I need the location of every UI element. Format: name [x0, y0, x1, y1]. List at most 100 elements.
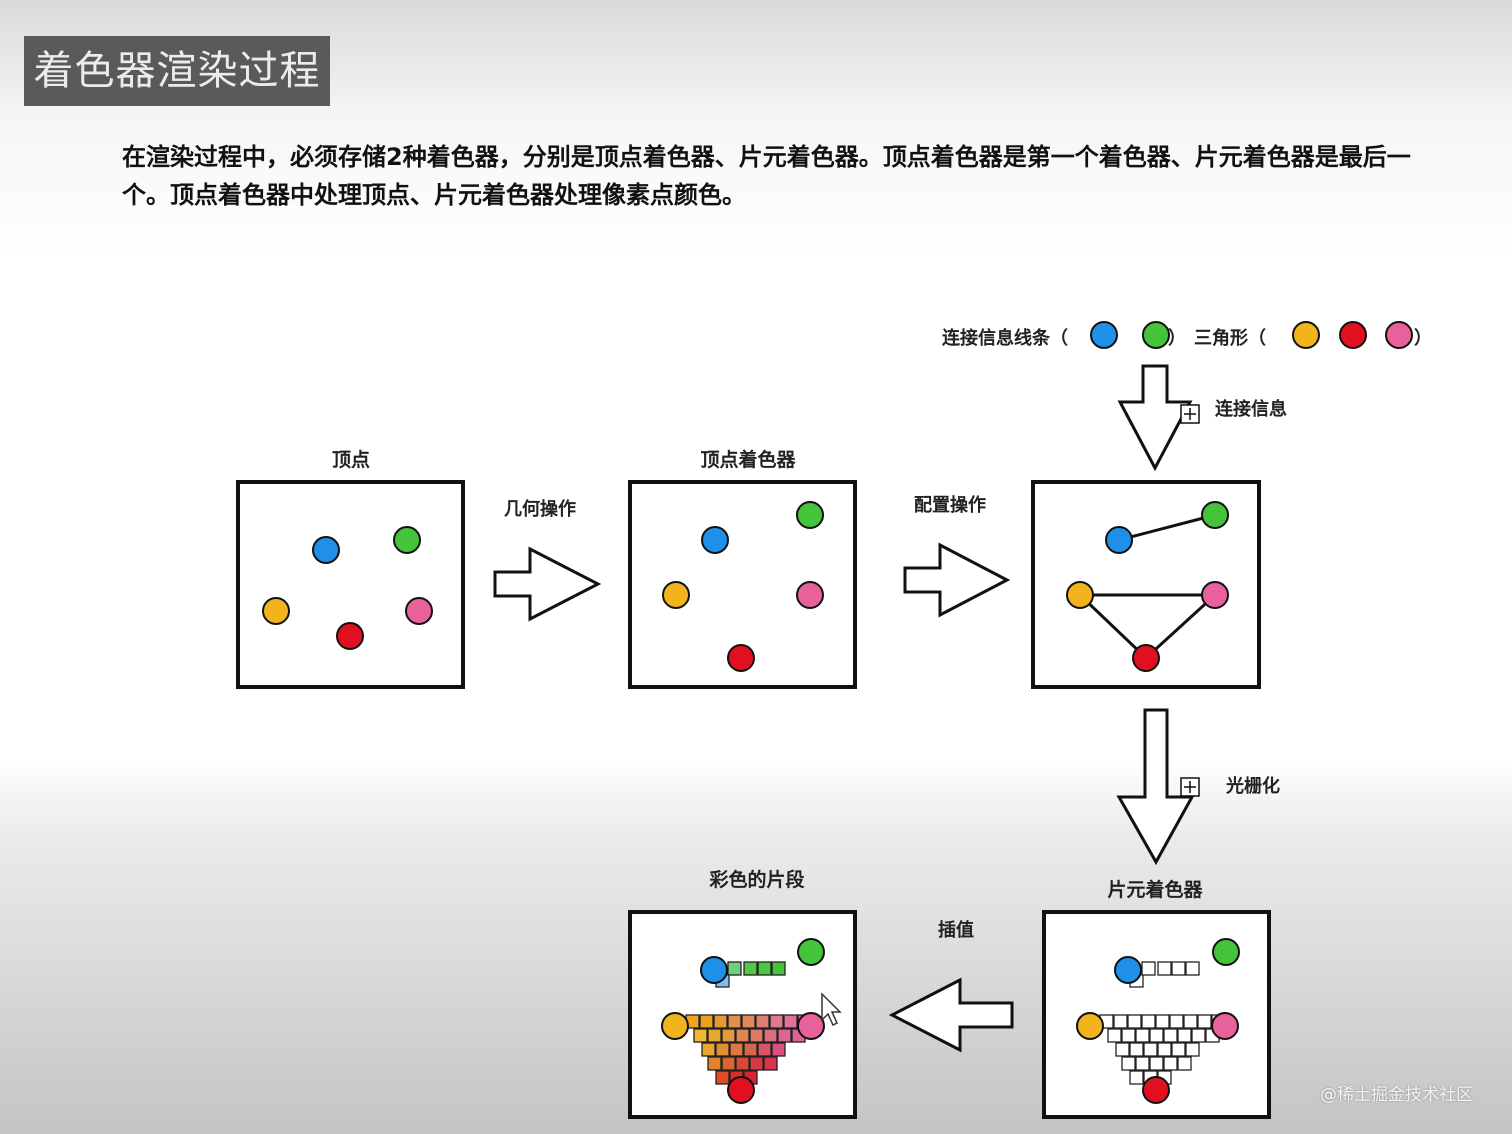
label-interpolate: 插值 [938, 919, 974, 941]
label-rasterize: 光栅化 [1225, 775, 1280, 797]
vertex-blue [1114, 956, 1142, 984]
vertex-yellow [662, 581, 690, 609]
box-vertices [236, 480, 465, 689]
legend-lines-label: 连接信息线条（ [942, 327, 1068, 349]
triangle-fragment [1185, 1042, 1200, 1057]
vertex-pink [405, 597, 433, 625]
label-colored-fragments: 彩色的片段 [708, 868, 805, 891]
page-title: 着色器渲染过程 [24, 36, 330, 106]
assembled-primitives [1066, 501, 1229, 672]
triangle-fragment [1191, 1028, 1206, 1043]
triangle-fragment [783, 1014, 798, 1029]
legend-triangle-label: 三角形（ [1194, 327, 1266, 349]
triangle-fragment [1197, 1014, 1212, 1029]
label-config: 配置操作 [914, 494, 986, 516]
triangle-fragment [701, 1042, 716, 1057]
legend-dot-blue [1090, 321, 1118, 349]
triangle-fragment [1177, 1056, 1192, 1071]
triangle-fragment [757, 1042, 772, 1057]
triangle-fragment [777, 1028, 792, 1043]
triangle-fragment [1177, 1028, 1192, 1043]
triangle-fragment [1171, 1042, 1186, 1057]
vertex-yellow [1076, 1012, 1104, 1040]
triangle-outline [1076, 593, 1219, 661]
triangle-fragment [749, 1028, 764, 1043]
mouse-cursor-icon [821, 992, 842, 1027]
triangle-fragment [1115, 1042, 1130, 1057]
triangle-fragment [769, 1014, 784, 1029]
vertex-pink [1201, 581, 1229, 609]
triangle-fragment [1129, 1042, 1144, 1057]
triangle-fragment [707, 1056, 722, 1071]
legend: 连接信息线条（ ） 三角形（ ） [942, 321, 1432, 349]
triangle-fragment [1169, 1014, 1184, 1029]
intro-paragraph: 在渲染过程中，必须存储2种着色器，分别是顶点着色器、片元着色器。顶点着色器是第一… [122, 143, 1411, 209]
triangle-fragment [1149, 1028, 1164, 1043]
watermark: @稀土掘金技术社区 [1320, 1085, 1473, 1105]
arrow-down-rasterize [1116, 708, 1195, 866]
triangle-fragment [735, 1056, 750, 1071]
triangle-fragment [1113, 1014, 1128, 1029]
expand-icon [1180, 404, 1200, 424]
shaded-vertices [662, 501, 824, 672]
vertex-blue [701, 526, 729, 554]
label-geometry: 几何操作 [504, 498, 576, 520]
line-fragment [1171, 961, 1186, 976]
triangle-fragment [763, 1056, 778, 1071]
triangle-fragment [1143, 1042, 1158, 1057]
triangle-fragment [713, 1014, 728, 1029]
vertex-green [1201, 501, 1229, 529]
triangle-fragment [1141, 1014, 1156, 1029]
colored-fragments-vertices [661, 938, 825, 1104]
triangle-fragment [1157, 1042, 1172, 1057]
vertex-pink [1211, 1012, 1239, 1040]
triangle-fragment [1129, 1070, 1144, 1085]
triangle-fragment [699, 1014, 714, 1029]
vertex-pink [797, 1012, 825, 1040]
triangle-fragment [1121, 1028, 1136, 1043]
triangle-fragment [1135, 1056, 1150, 1071]
vertex-red [727, 1076, 755, 1104]
legend-dot-red [1339, 321, 1367, 349]
raster-fragments-uncolored [1099, 961, 1226, 1085]
line-fragment [1157, 961, 1172, 976]
triangle-fragment [1155, 1014, 1170, 1029]
expand-icon [1180, 777, 1200, 797]
vertex-green [1212, 938, 1240, 966]
line-fragment [771, 961, 786, 976]
triangle-fragment [721, 1028, 736, 1043]
legend-dot-yellow [1292, 321, 1320, 349]
triangle-fragment [1183, 1014, 1198, 1029]
triangle-fragment [693, 1028, 708, 1043]
legend-dot-pink [1385, 321, 1413, 349]
triangle-fragment [1107, 1028, 1122, 1043]
triangle-fragment [1149, 1056, 1164, 1071]
legend-triangle-close: ） [1414, 328, 1432, 349]
vertex-pink [796, 581, 824, 609]
vertex-yellow [661, 1012, 689, 1040]
vertex-red [727, 644, 755, 672]
label-vertices: 顶点 [332, 449, 370, 471]
vertex-red [336, 622, 364, 650]
triangle-fragment [727, 1014, 742, 1029]
vertex-red [1142, 1076, 1170, 1104]
triangle-fragment [715, 1070, 730, 1085]
line-fragment [1185, 961, 1200, 976]
triangle-fragment [741, 1014, 756, 1029]
vertex-red [1132, 644, 1160, 672]
arrow-down-connect [1117, 364, 1193, 472]
label-vertex-shader: 顶点着色器 [700, 448, 796, 471]
fragment-shader-vertices [1076, 938, 1240, 1104]
line-fragment [727, 961, 742, 976]
triangle-fragment [729, 1042, 744, 1057]
vertex-blue [312, 536, 340, 564]
vertex-yellow [262, 597, 290, 625]
triangle-fragment [743, 1042, 758, 1057]
triangle-fragment [749, 1056, 764, 1071]
triangle-fragment [771, 1042, 786, 1057]
line-fragment [743, 961, 758, 976]
label-fragment-shader: 片元着色器 [1107, 878, 1203, 901]
line-fragment [1141, 961, 1156, 976]
label-connect: 连接信息 [1215, 398, 1287, 420]
